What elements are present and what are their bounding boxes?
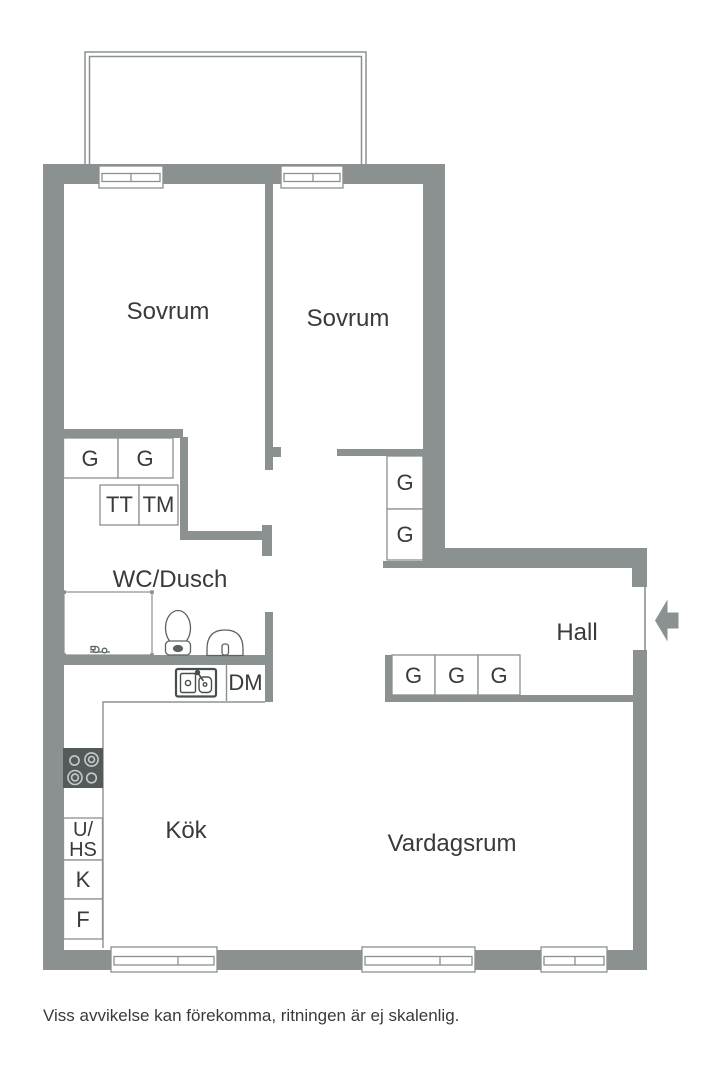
shower-mixer-head (90, 645, 96, 651)
disclaimer-caption: Viss avvikelse kan förekomma, ritningen … (43, 1006, 459, 1025)
door-jamb-bedroom2 (273, 447, 281, 457)
room-label-bedroom2: Sovrum (307, 305, 390, 332)
toilet-icon (164, 609, 192, 656)
balcony (84, 51, 367, 171)
shower-mixer (90, 645, 110, 654)
shower-dot (62, 590, 66, 594)
label-hall-g1: G (405, 663, 422, 688)
label-tm: TM (143, 492, 175, 517)
label-tt: TT (106, 492, 133, 517)
sink-drain-right (202, 682, 208, 688)
room-label-kitchen: Kök (165, 817, 207, 844)
wall-hall-south (385, 695, 633, 702)
window-bedroom2 (280, 165, 344, 189)
shower-dot (150, 590, 154, 594)
window-sash (283, 172, 341, 183)
wash-basin-icon (206, 629, 244, 657)
entrance-arrow-icon (655, 599, 679, 642)
room-label-hall: Hall (556, 619, 597, 646)
wall-hall-top (423, 548, 647, 568)
stove-icon (63, 748, 103, 788)
basin-bowl (206, 629, 244, 657)
shower-mixer-knob (101, 647, 108, 654)
windows (98, 165, 608, 973)
window-sash (364, 955, 473, 966)
label-corridor-g1: G (396, 470, 413, 495)
closet-bedroom-g1 (62, 437, 119, 479)
toilet-button (172, 644, 184, 653)
room-label-living: Vardagsrum (388, 830, 517, 857)
sink-drain-left (184, 679, 192, 687)
burner (85, 772, 98, 784)
wall-bedroom2-south (337, 449, 423, 456)
window-kitchen (110, 946, 218, 973)
toilet-bowl (164, 609, 192, 647)
window-living-2 (540, 946, 608, 973)
closet-hall-g3 (477, 654, 521, 696)
wall-vestibule-west (180, 437, 188, 540)
basin-faucet (221, 643, 230, 656)
label-hall-g2: G (448, 663, 465, 688)
balcony-inner-rail (88, 55, 363, 171)
burner (70, 773, 80, 782)
balcony-outer-rail (84, 51, 367, 171)
burner (87, 755, 96, 764)
burner (67, 769, 83, 786)
shower-icon (62, 590, 154, 657)
window-sash (113, 955, 215, 966)
label-uhs-line2: HS (69, 839, 97, 861)
label-corridor-g2: G (396, 522, 413, 547)
shower-dot (150, 653, 154, 657)
closet-tm (138, 484, 179, 526)
label-uhs-line1: U/ (73, 819, 93, 841)
wall-vestibule-south (188, 531, 262, 540)
label-bedroom-g2: G (136, 446, 153, 471)
shower-corner-dots (62, 590, 154, 657)
closet-boxes (62, 437, 521, 940)
closet-bedroom-g2 (117, 437, 174, 479)
burner (69, 755, 80, 766)
wall-left (43, 164, 64, 970)
wall-right-lower (633, 650, 647, 970)
kitchen-counter (102, 665, 265, 948)
burner (84, 752, 99, 767)
cabinet-k (62, 859, 104, 900)
wall-bedroom-divider (265, 184, 273, 470)
closet-hall-g2 (434, 654, 479, 696)
window-living-1 (361, 946, 476, 973)
label-k: K (76, 867, 91, 892)
wall-wc-south (55, 655, 273, 665)
kitchen-sink-icon (174, 667, 218, 698)
label-dm: DM (228, 670, 262, 695)
closet-corridor-g1 (386, 455, 424, 510)
wall-closet-stub (383, 561, 425, 568)
label-hall-g3: G (490, 663, 507, 688)
wall-bedroom2-east (423, 164, 445, 568)
room-label-wc: WC/Dusch (113, 566, 228, 593)
wall-hall-south-return (385, 655, 392, 695)
sink-faucet-base (194, 669, 201, 676)
cabinet-f (62, 898, 104, 940)
shower-dot (62, 653, 66, 657)
window-bedroom1 (98, 165, 164, 189)
stove-burners (67, 752, 99, 786)
labels: Sovrum Sovrum WC/Dusch Hall Kök Vardagsr… (43, 298, 598, 1025)
counter-edge (102, 701, 265, 948)
closet-hall-g1 (391, 654, 436, 696)
wall-entry-jamb-upper (632, 568, 647, 587)
closet-corridor-g2 (386, 508, 424, 561)
wall-bedroom1-south (64, 429, 183, 438)
label-bedroom-g1: G (81, 446, 98, 471)
window-sash (543, 955, 605, 966)
shower-enclosure (63, 591, 153, 656)
door-jamb-wc (262, 525, 272, 556)
label-f: F (76, 907, 89, 932)
room-label-bedroom1: Sovrum (127, 298, 210, 325)
